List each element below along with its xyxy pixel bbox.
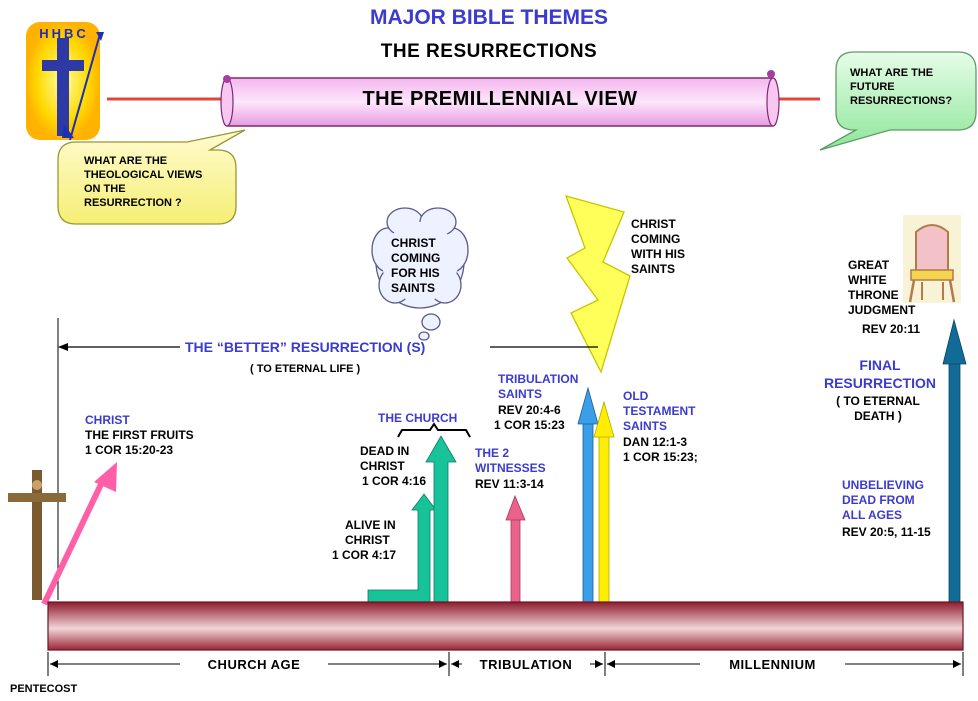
christ-arrow (41, 462, 117, 606)
witnesses-title: THE 2 WITNESSES (475, 446, 546, 475)
throne-chair-image (903, 215, 961, 303)
ot-saints-title: OLD TESTAMENT SAINTS (623, 389, 696, 433)
logo-text: HHBC (39, 26, 89, 41)
church-brace (397, 422, 471, 438)
trib-saints-ref1: REV 20:4-6 (498, 403, 561, 417)
alive-in-christ: ALIVE IN CHRIST (345, 518, 396, 547)
timeline-bar (47, 601, 964, 651)
christ-title: CHRIST (85, 413, 130, 427)
wooden-cross (8, 470, 66, 600)
throne-title: GREAT WHITE THRONE JUDGMENT (848, 258, 916, 317)
better-resurrection-title: THE “BETTER” RESURRECTION (S) (185, 339, 426, 355)
premillennial-scroll (220, 70, 780, 127)
trib-saints-arrow (577, 386, 599, 603)
throne-ref: REV 20:11 (862, 322, 921, 336)
ot-saints-arrow (593, 400, 615, 603)
right-bubble-text: WHAT ARE THE FUTURE RESURRECTIONS? (850, 67, 953, 107)
hhbc-logo (26, 22, 104, 141)
witness-arrow (505, 494, 526, 603)
lightning-text: CHRIST COMING WITH HIS SAINTS (631, 217, 685, 276)
dead-in-christ: DEAD IN CHRIST (360, 444, 410, 473)
lightning-bolt (564, 195, 631, 374)
final-resurrection-title: FINAL RESURRECTION (823, 357, 936, 391)
timeline-church-age: CHURCH AGE (207, 657, 301, 672)
right-speech-bubble (819, 51, 977, 151)
final-resurrection-sub: ( TO ETERNAL DEATH ) (836, 394, 920, 423)
better-resurrection-sub: ( TO ETERNAL LIFE ) (250, 363, 361, 375)
trib-saints-title: TRIBULATION SAINTS (498, 372, 579, 401)
ot-saints-ref1: DAN 12:1-3 (623, 435, 688, 449)
cloud-fill (382, 222, 458, 302)
dead-in-christ-ref: 1 COR 4:16 (362, 474, 427, 488)
left-bubble-text: WHAT ARE THE THEOLOGICAL VIEWS ON THE RE… (84, 155, 203, 209)
timeline-millennium: MILLENNIUM (729, 657, 816, 672)
timeline-pentecost: PENTECOST (10, 683, 78, 695)
christ-line1: THE FIRST FRUITS (85, 428, 194, 442)
unbelieving-ref: REV 20:5, 11-15 (842, 525, 931, 539)
cloud-text: CHRIST COMING FOR HIS SAINTS (391, 236, 441, 295)
unbelieving-title: UNBELIEVING DEAD FROM ALL AGES (842, 478, 925, 522)
timeline-dividers (47, 652, 964, 676)
trib-saints-ref2: 1 COR 15:23 (494, 418, 565, 432)
premillennial-view-title: THE PREMILLENNIAL VIEW (362, 88, 638, 110)
topic-title: THE RESURRECTIONS (380, 41, 598, 62)
christ-ref: 1 COR 15:20-23 (85, 443, 174, 457)
church-title: THE CHURCH (378, 411, 458, 425)
alive-in-christ-ref: 1 COR 4:17 (332, 548, 397, 562)
witnesses-ref: REV 11:3-14 (475, 477, 544, 491)
left-speech-bubble (57, 129, 246, 225)
timeline-tribulation: TRIBULATION (479, 657, 573, 672)
ot-saints-ref2: 1 COR 15:23; (623, 450, 698, 464)
page-title: MAJOR BIBLE THEMES (369, 6, 608, 29)
